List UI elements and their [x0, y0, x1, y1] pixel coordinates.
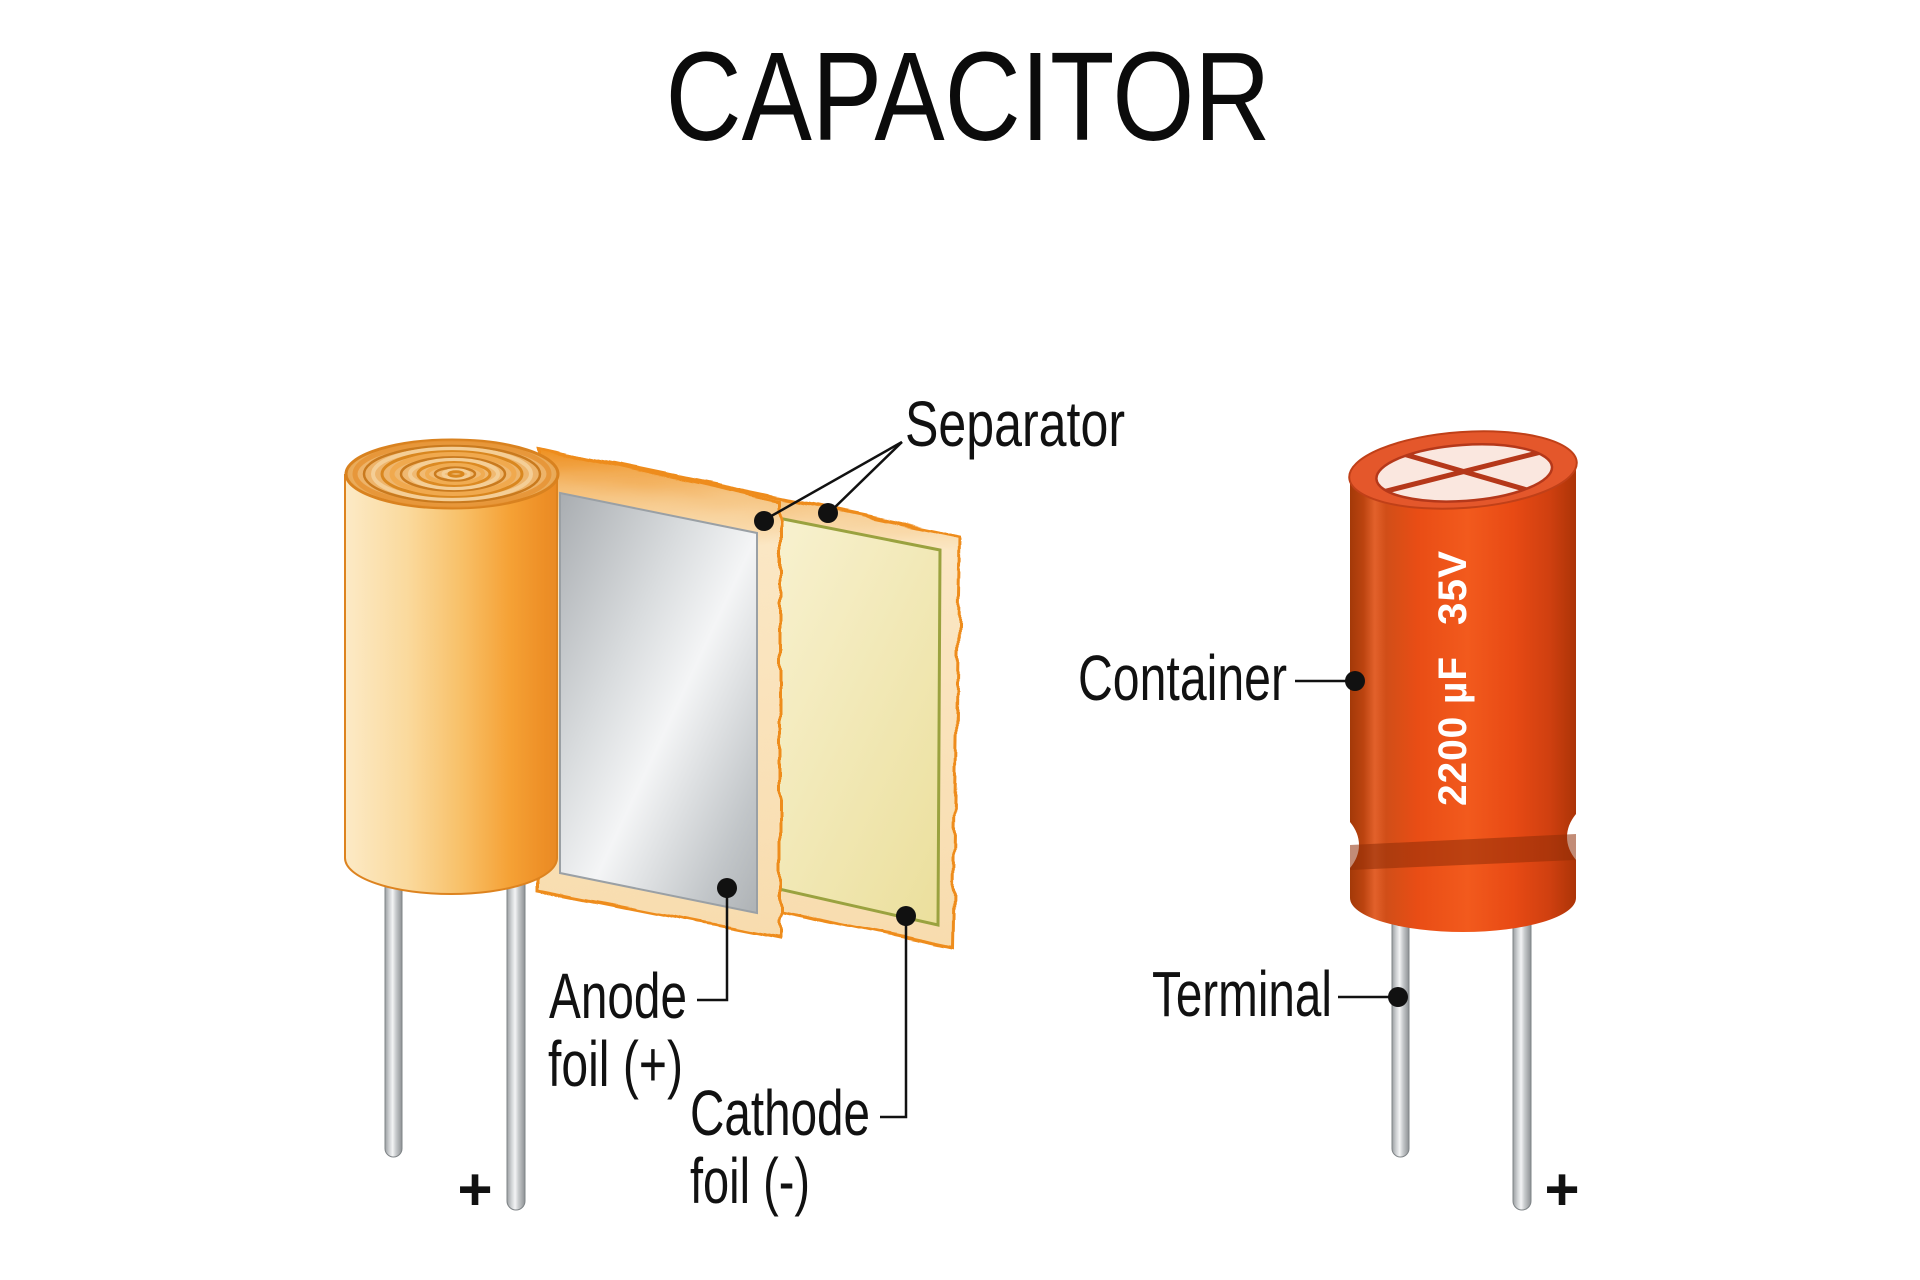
separator-dot-2: [818, 503, 838, 523]
cathode-dot: [896, 906, 916, 926]
separator-leader-1: [765, 440, 903, 521]
cathode-label-line2: foil (-): [690, 1145, 810, 1217]
cathode-label-line1: Cathode: [690, 1077, 870, 1149]
leader-dots: [717, 503, 1408, 1007]
anode-foil: [559, 491, 758, 915]
case-marking-voltage: 35V: [1431, 550, 1475, 625]
page-title: CAPACITOR: [666, 26, 1271, 167]
case-marking-capacitance: 2200 µF: [1431, 656, 1475, 806]
capacitor-container-body: [1350, 460, 1576, 932]
roll-body: [344, 474, 558, 895]
terminal-dot: [1388, 987, 1408, 1007]
anode-leader: [697, 890, 729, 1002]
polarity-plus-assembled: +: [1544, 1156, 1579, 1223]
terminal-positive: [1512, 879, 1532, 1211]
anode-dot: [717, 878, 737, 898]
polarity-plus-exploded: +: [457, 1156, 492, 1223]
crimp-band: [1350, 834, 1576, 870]
vent-cross: [1374, 446, 1554, 497]
capacitor-top: [1348, 430, 1578, 510]
separator-label: Separator: [905, 388, 1125, 460]
separator-leader-2: [829, 441, 903, 513]
leader-lines: [697, 440, 1396, 1119]
rolled-capacitor: [344, 438, 560, 895]
anode-label-line1: Anode: [549, 960, 687, 1032]
terminal-label: Terminal: [1152, 958, 1332, 1030]
exploded-capacitor-view: +: [344, 438, 962, 1223]
container-label: Container: [1078, 642, 1287, 714]
roll-spiral: [352, 440, 552, 508]
assembled-capacitor-view: 2200 µF 35V +: [1348, 430, 1580, 1223]
cathode-leader: [880, 918, 908, 1119]
container-dot: [1345, 671, 1365, 691]
separator-dot-1: [754, 511, 774, 531]
anode-label-line2: foil (+): [548, 1028, 683, 1100]
